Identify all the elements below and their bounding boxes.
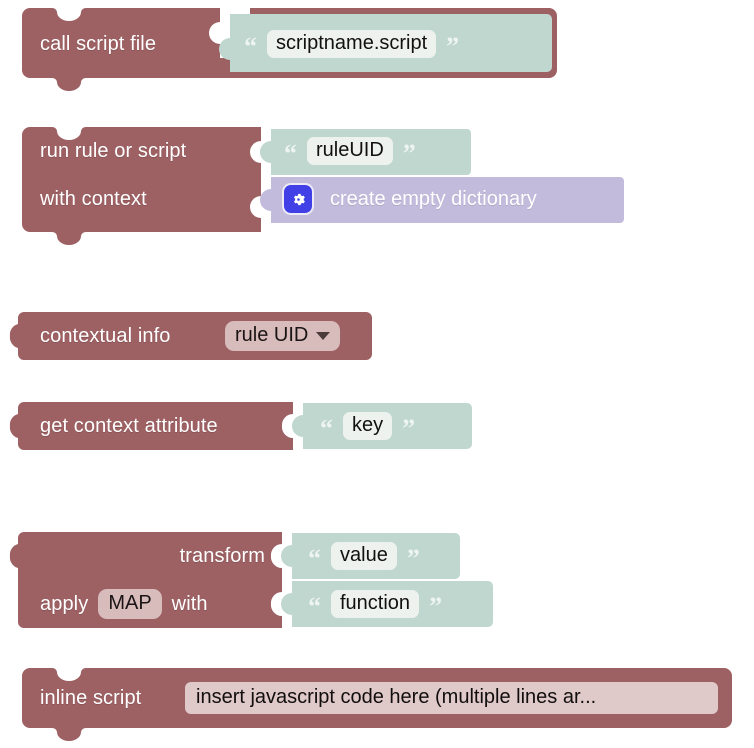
- javascript-code-field[interactable]: insert javascript code here (multiple li…: [185, 682, 718, 714]
- block-label-row: get context attribute: [40, 402, 218, 450]
- block-label-row-1: transform: [10, 532, 265, 580]
- block-label-apply: apply: [40, 592, 89, 615]
- gear-icon-glyph: [293, 193, 305, 205]
- block-label-transform: transform: [179, 544, 265, 567]
- chevron-down-icon: [316, 331, 331, 340]
- block-label-row-2: with context: [40, 175, 147, 223]
- contextual-info-dropdown[interactable]: rule UID: [225, 312, 341, 360]
- value-field[interactable]: value: [331, 542, 397, 570]
- script-filename-field[interactable]: scriptname.script: [267, 30, 437, 58]
- block-label-contextual-info: contextual info: [40, 324, 171, 347]
- string-value-row[interactable]: “ key ”: [320, 412, 416, 443]
- string-value-row-2[interactable]: “ function ”: [308, 590, 443, 621]
- block-label-inline-script: inline script: [40, 686, 142, 709]
- gear-icon[interactable]: [284, 185, 312, 213]
- block-label: call script file: [40, 32, 157, 55]
- map-chip-field[interactable]: MAP: [98, 589, 162, 619]
- dropdown-field[interactable]: rule UID: [225, 321, 341, 351]
- dropdown-selected-value: rule UID: [235, 324, 309, 346]
- string-value-row[interactable]: “ scriptname.script ”: [244, 30, 460, 61]
- rule-uid-field[interactable]: ruleUID: [307, 137, 393, 165]
- function-field[interactable]: function: [331, 590, 420, 618]
- create-empty-dictionary-block[interactable]: create empty dictionary: [284, 175, 537, 223]
- inline-script-code-row[interactable]: insert javascript code here (multiple li…: [185, 668, 718, 728]
- block-label-row: inline script: [40, 668, 141, 728]
- block-label-with-context: with context: [40, 187, 147, 210]
- block-label-row-2[interactable]: apply MAP with: [40, 580, 208, 628]
- key-field[interactable]: key: [343, 412, 393, 440]
- block-label-with: with: [171, 592, 208, 615]
- create-empty-dictionary-label: create empty dictionary: [330, 187, 537, 210]
- block-label-run-rule: run rule or script: [40, 139, 187, 162]
- block-label-row: call script file: [40, 8, 156, 80]
- block-label-row-1: run rule or script: [40, 127, 186, 175]
- string-value-row-1[interactable]: “ value ”: [308, 542, 420, 573]
- block-label-row: contextual info: [40, 312, 170, 360]
- block-label-get-context-attribute: get context attribute: [40, 414, 218, 437]
- string-value-row[interactable]: “ ruleUID ”: [284, 137, 416, 168]
